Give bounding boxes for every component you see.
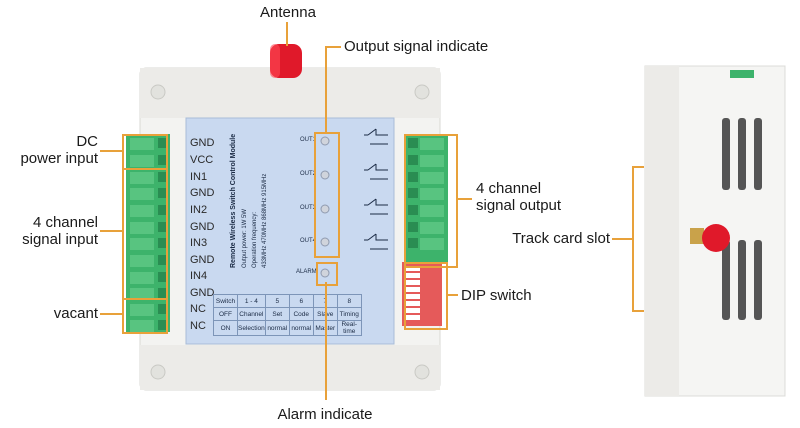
housing-bottom xyxy=(140,345,440,390)
vent-1 xyxy=(722,118,730,190)
vacant-callout: vacant xyxy=(53,305,98,322)
channel-signal-output-callout: 4 channel signal output xyxy=(476,180,561,214)
vacant-leader xyxy=(100,313,122,315)
dip-settings-table: Switch 1 - 4 5 6 7 8 OFF Channel Set Cod… xyxy=(213,294,362,336)
dc-power-input-callout: DC power input xyxy=(6,133,98,167)
pin-label: GND xyxy=(190,254,215,266)
vent-2 xyxy=(738,118,746,190)
side-antenna-base xyxy=(690,228,704,244)
dc-power-input-line2: power input xyxy=(20,150,98,167)
pin-label: IN4 xyxy=(190,270,208,282)
table-cell: Channel xyxy=(237,307,266,321)
dip-switch-bracket xyxy=(404,262,448,330)
out2-label: OUT2 xyxy=(300,171,317,177)
relay-symbols xyxy=(364,128,388,250)
table-cell: normal xyxy=(288,320,314,336)
out4-label: OUT4 xyxy=(300,238,317,244)
mount-hole-top-right xyxy=(414,84,430,100)
side-housing-edge xyxy=(645,66,679,396)
pin-label: NC xyxy=(190,320,206,332)
pin-label: GND xyxy=(190,187,215,199)
antenna-callout: Antenna xyxy=(260,4,316,21)
dip-switch-callout: DIP switch xyxy=(461,287,532,304)
channel-signal-input-line1: 4 channel xyxy=(32,214,98,231)
track-slot-bracket xyxy=(632,166,644,312)
pin-label: IN3 xyxy=(190,237,208,249)
out3-label: OUT3 xyxy=(300,205,317,211)
dc-leader xyxy=(100,150,122,152)
table-cell: Switch xyxy=(213,294,238,308)
board-title: Remote Wireless Switch Control Module xyxy=(230,133,237,268)
mount-hole-bottom-right xyxy=(414,364,430,380)
alarm-label: ALARM xyxy=(296,269,317,275)
channel-signal-input-callout: 4 channel signal input xyxy=(6,214,98,248)
signal-input-bracket xyxy=(122,168,168,300)
vent-6 xyxy=(754,240,762,320)
pin-label: VCC xyxy=(190,154,214,166)
output-leader-horizontal xyxy=(325,46,341,48)
pin-label: IN1 xyxy=(190,171,208,183)
signal-output-bracket xyxy=(404,134,458,268)
alarm-led-bracket xyxy=(316,262,338,286)
dc-power-bracket xyxy=(122,134,168,170)
track-card-slot-callout: Track card slot xyxy=(512,230,610,247)
side-terminal xyxy=(730,70,754,78)
input-leader xyxy=(100,230,122,232)
out1-label: OUT1 xyxy=(300,137,317,143)
table-cell: Timing xyxy=(336,307,362,321)
table-cell: OFF xyxy=(213,307,238,321)
table-cell: 8 xyxy=(336,294,362,308)
channel-signal-output-line2: signal output xyxy=(476,197,562,214)
antenna-leader xyxy=(286,22,288,46)
output-leader-vertical xyxy=(325,46,327,132)
board-spec-freq-label: Operation frequency: xyxy=(252,211,258,268)
table-cell: Code xyxy=(288,307,314,321)
table-cell: ON xyxy=(213,320,238,336)
mount-hole-bottom-left xyxy=(150,364,166,380)
board-spec-power: Output power: 1W 5W xyxy=(242,208,248,268)
board-spec-freq-values: 433MHz 470MHz 868MHz 915MHz xyxy=(262,173,268,268)
dc-power-input-line1: DC xyxy=(76,133,98,150)
channel-signal-output-line1: 4 channel xyxy=(476,180,542,197)
dip-leader xyxy=(446,294,458,296)
vent-3 xyxy=(754,118,762,190)
vent-5 xyxy=(738,240,746,320)
table-cell: 6 xyxy=(288,294,314,308)
pin-label: GND xyxy=(190,221,215,233)
table-cell: 5 xyxy=(264,294,290,308)
output-signal-indicate-callout: Output signal indicate xyxy=(344,38,489,55)
vacant-bracket xyxy=(122,298,168,334)
table-cell: Set xyxy=(264,307,290,321)
vent-4 xyxy=(722,240,730,320)
table-cell: normal xyxy=(264,320,290,336)
pin-label: GND xyxy=(190,137,215,149)
track-leader xyxy=(612,238,632,240)
output-led-bracket xyxy=(314,132,340,258)
alarm-indicate-callout: Alarm indicate xyxy=(277,406,373,423)
side-antenna-cap xyxy=(702,224,730,252)
output-signal-leader xyxy=(456,198,472,200)
alarm-leader xyxy=(325,282,327,400)
pin-label: GND xyxy=(190,287,215,299)
mount-hole-top-left xyxy=(150,84,166,100)
pin-label: IN2 xyxy=(190,204,208,216)
pin-label: NC xyxy=(190,303,206,315)
table-cell: Real-time xyxy=(336,320,362,336)
table-cell: 1 - 4 xyxy=(237,294,266,308)
antenna-highlight xyxy=(270,44,280,78)
channel-signal-input-line2: signal input xyxy=(22,231,98,248)
table-cell: Selection xyxy=(237,320,266,336)
